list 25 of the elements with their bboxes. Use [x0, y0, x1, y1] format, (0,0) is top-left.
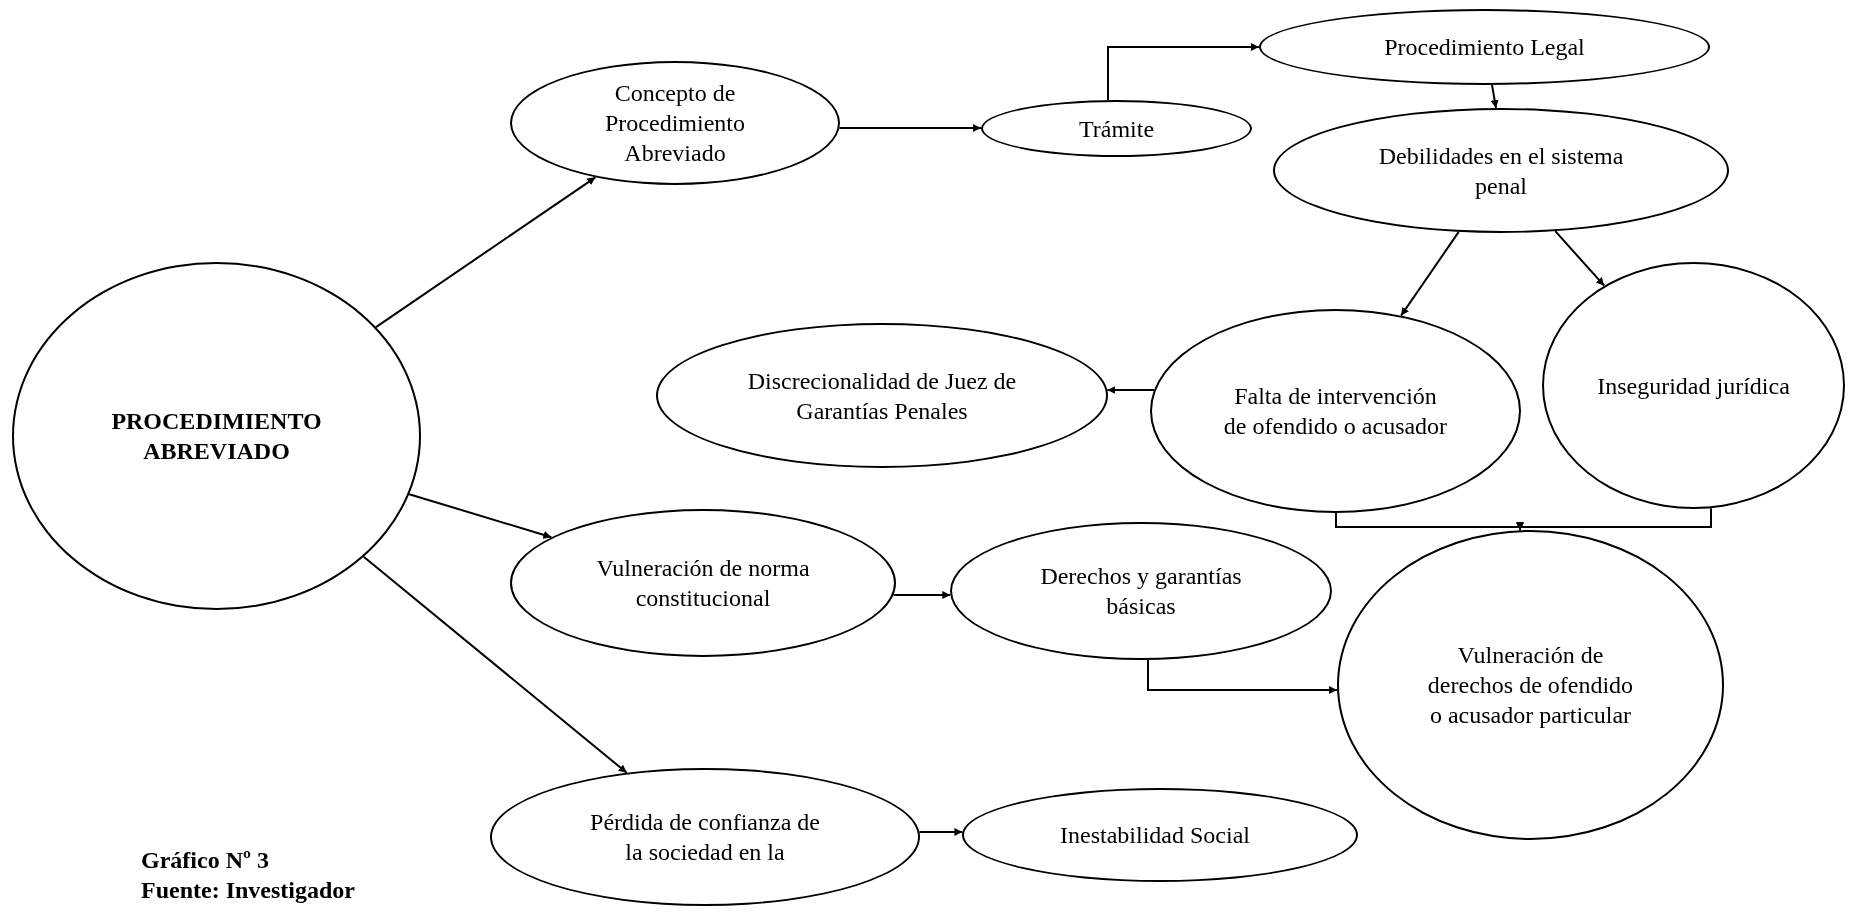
arrow [1554, 230, 1606, 287]
arrow [1107, 43, 1260, 102]
node-label: PROCEDIMIENTO ABREVIADO [110, 407, 323, 466]
node-label: Discrecionalidad de Juez de Garantías Penales [747, 366, 1017, 426]
node-label: Pérdida de confianza de la sociedad en la [589, 808, 821, 867]
arrow [375, 176, 597, 329]
arrow [1147, 659, 1339, 694]
figure-note: Fuente: Investigador [141, 876, 355, 904]
node-label: Vulneración de derechos de ofendido o acusador particular [1426, 641, 1635, 730]
figure-note: Gráfico Nº 3 [141, 846, 269, 874]
node-label: Inestabilidad Social [1060, 821, 1251, 850]
arrow [1400, 230, 1460, 317]
node-label: Derechos y garantías básicas [1039, 562, 1243, 621]
node-label: Vulneración de norma constitucional [595, 554, 811, 613]
arrow [918, 828, 964, 836]
node-label: Trámite [1077, 114, 1156, 144]
node-label: Debilidades en el sistema penal [1377, 141, 1625, 201]
node-label: Concepto de Procedimiento Abreviado [604, 79, 746, 168]
arrow [838, 124, 982, 132]
node-label: Falta de intervención de ofendido o acusador [1222, 382, 1449, 441]
arrow [1490, 84, 1499, 109]
arrow [408, 493, 553, 539]
node-label: Procedimiento Legal [1383, 33, 1586, 62]
node-label: Inseguridad jurídica [1596, 371, 1791, 401]
arrow [362, 555, 628, 774]
